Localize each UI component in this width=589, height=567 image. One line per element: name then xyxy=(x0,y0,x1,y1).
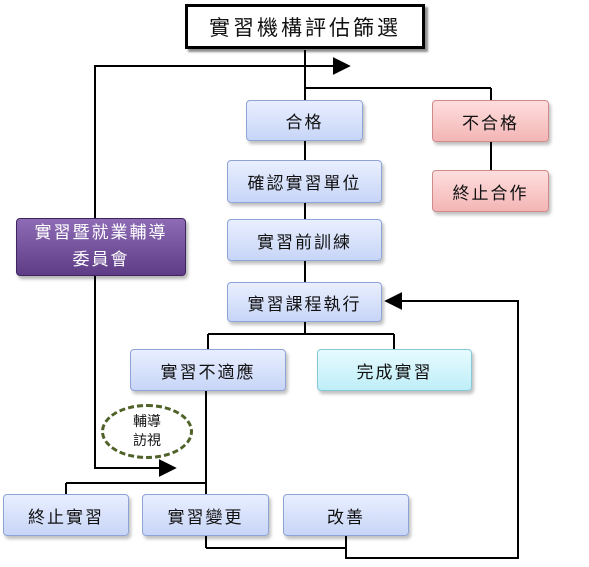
line-bottom-split xyxy=(65,482,206,494)
node-maladaptation-label: 實習不適應 xyxy=(160,362,256,383)
line-bottom-right xyxy=(206,536,347,549)
line-course-split xyxy=(207,322,395,349)
node-confirm-unit-label: 確認實習單位 xyxy=(247,174,362,194)
guidance-visit-line2: 訪視 xyxy=(133,432,161,449)
node-confirm-unit: 確認實習單位 xyxy=(227,160,382,203)
node-course-execution: 實習課程執行 xyxy=(227,282,382,322)
node-complete-label: 完成實習 xyxy=(356,362,433,383)
node-fail: 不合格 xyxy=(432,100,549,142)
node-pass: 合格 xyxy=(246,100,363,141)
node-maladaptation: 實習不適應 xyxy=(130,349,286,391)
node-committee-line1: 實習暨就業輔導 xyxy=(34,222,168,243)
page-title: 實習機構評估篩選 xyxy=(185,4,425,49)
node-committee-line2: 委員會 xyxy=(72,250,130,270)
node-pass-label: 合格 xyxy=(285,113,324,133)
node-improve-label: 改善 xyxy=(327,507,365,528)
node-change-internship-label: 實習變更 xyxy=(167,507,244,528)
line-committee-down xyxy=(94,276,177,477)
line-committee-to-title xyxy=(94,57,351,218)
line-loop-to-course xyxy=(345,292,519,559)
node-terminate-cooperation-label: 終止合作 xyxy=(452,183,529,204)
node-terminate-internship: 終止實習 xyxy=(3,494,129,536)
node-committee: 實習暨就業輔導 委員會 xyxy=(16,218,186,276)
node-course-execution-label: 實習課程執行 xyxy=(247,294,362,315)
node-change-internship: 實習變更 xyxy=(142,494,269,536)
guidance-visit-line1: 輔導 xyxy=(133,413,161,430)
node-pre-training-label: 實習前訓練 xyxy=(257,232,352,253)
node-improve: 改善 xyxy=(283,494,409,536)
guidance-visit-ellipse: 輔導 訪視 xyxy=(101,404,193,459)
line-split-horizontal xyxy=(304,87,492,100)
node-terminate-internship-label: 終止實習 xyxy=(28,507,104,528)
node-complete: 完成實習 xyxy=(317,349,472,391)
node-pre-training: 實習前訓練 xyxy=(227,219,382,261)
node-terminate-cooperation: 終止合作 xyxy=(432,170,549,212)
title-text: 實習機構評估篩選 xyxy=(209,15,401,40)
node-fail-label: 不合格 xyxy=(462,113,519,134)
